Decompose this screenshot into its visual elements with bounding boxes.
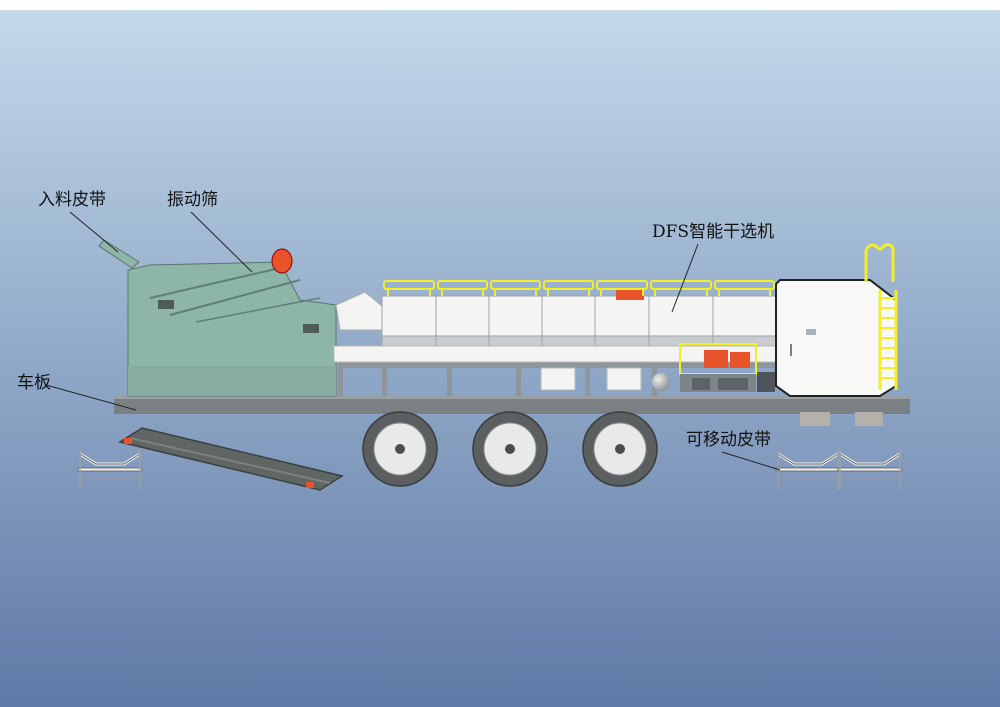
dfs-module-base [488,335,543,347]
dfs-module-base [594,335,650,347]
dfs-module-panel [435,295,490,337]
label-dfs-separator: DFS智能干选机 [652,222,775,242]
maintenance-ladder [864,243,898,390]
belt-idler-frames [77,448,903,490]
label-mobile-belt: 可移动皮带 [686,430,771,450]
mobile-belt-left [118,427,344,491]
dfs-module-panel [648,295,714,337]
chassis-plate [114,396,910,426]
support-frame [338,362,776,396]
wheel-hub [505,444,515,454]
dfs-separator-modules [333,288,777,363]
guardrail-segment [714,280,775,290]
label-vibrating-screen: 振动筛 [167,190,218,210]
wheel-set [362,411,658,487]
guardrail-segment [383,280,435,290]
dfs-top-motor [616,288,644,300]
dfs-module-base [541,335,596,347]
wheel-hub [395,444,405,454]
idler-frame [77,448,143,490]
dfs-module-panel [381,295,437,337]
drive-unit [652,343,775,392]
discharge-hood [775,279,897,397]
callout-leader-lines [45,211,781,471]
dfs-module-panel [712,295,777,337]
screen-motor [271,248,293,274]
dfs-module-panel [541,295,596,337]
guardrail-segment [543,280,594,290]
dfs-module-base [381,335,437,347]
feed-belt-chute [98,239,140,269]
idler-frame [837,448,903,490]
guardrail-segment [596,280,648,290]
vibrating-screen [127,261,337,397]
guardrail-segment [437,280,488,290]
label-chassis-plate: 车板 [17,373,51,393]
guardrail-segment [490,280,541,290]
label-feed-belt: 入料皮带 [38,190,106,210]
dfs-module-panel [488,295,543,337]
wheel-hub [615,444,625,454]
dfs-module-base [435,335,490,347]
dfs-module-panel [594,295,650,337]
